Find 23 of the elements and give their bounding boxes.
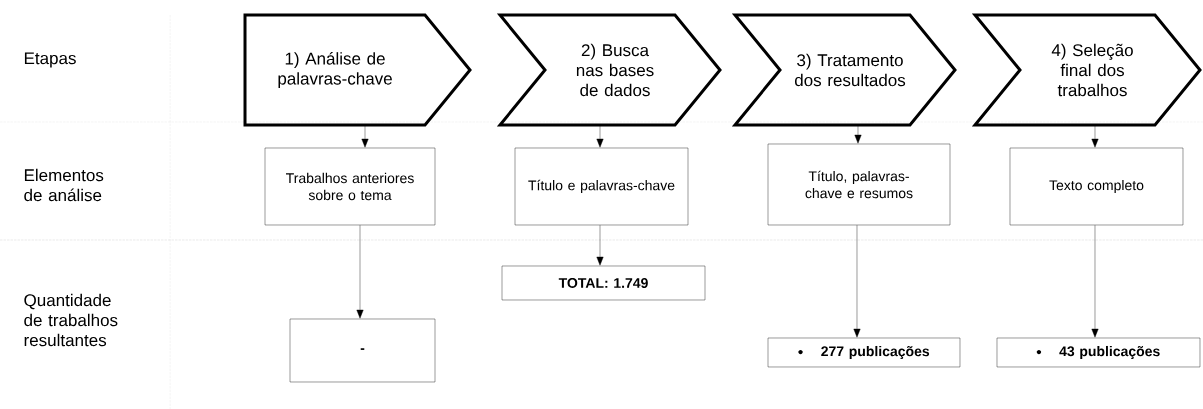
row-label: Etapas	[24, 52, 76, 68]
arrow	[596, 125, 604, 148]
arrow	[356, 225, 364, 319]
arrow	[853, 225, 861, 338]
text-box: 43 publicações	[996, 337, 1201, 368]
row-label: Quantidade de trabalhos resultantes	[24, 293, 118, 347]
row-label: Elementos de análise	[24, 168, 104, 202]
process-step: 1) Análise de palavras-chave	[243, 13, 472, 127]
process-step: 3) Tratamento dos resultados	[731, 13, 957, 127]
text-box: Texto completo	[1009, 147, 1184, 226]
arrow	[1091, 225, 1099, 338]
text-box: Título, palavras-chave e resumos	[767, 143, 951, 226]
text-box: TOTAL: 1.749	[501, 265, 706, 301]
process-step: 2) Busca nas bases de dados	[496, 13, 722, 127]
text-box: 277 publicações	[767, 337, 961, 368]
arrow	[854, 125, 862, 144]
text-box: Título e palavras-chave	[514, 147, 689, 226]
text-box: -	[289, 318, 436, 383]
text-box: Trabalhos anteriores sobre o tema	[264, 147, 436, 226]
process-step: 4) Seleção final dos trabalhos	[971, 13, 1202, 127]
arrow	[596, 225, 604, 266]
arrow	[1091, 125, 1099, 148]
arrow	[361, 125, 369, 148]
